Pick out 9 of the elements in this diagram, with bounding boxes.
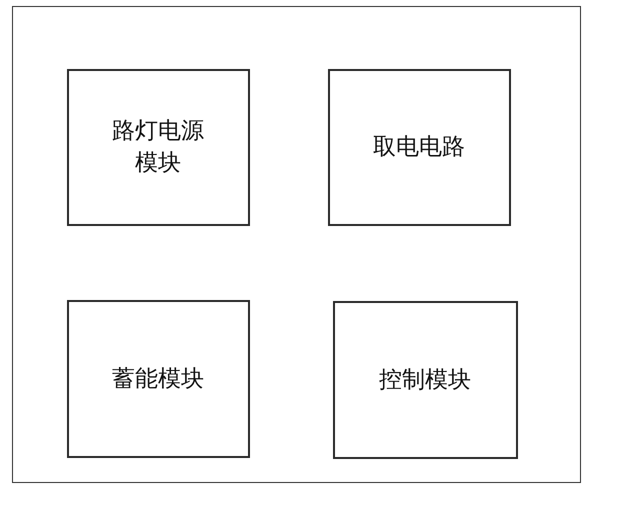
system-boundary — [12, 6, 581, 483]
module-box — [66, 68, 250, 226]
module-label: 路灯电源模块 — [111, 117, 205, 178]
module-label: 蓄能模块 — [112, 364, 204, 394]
module-label: 取电电路 — [373, 133, 465, 162]
module-label: 控制模块 — [379, 366, 471, 394]
module-box — [332, 300, 518, 458]
module-box — [328, 68, 510, 226]
module-box — [66, 300, 250, 458]
